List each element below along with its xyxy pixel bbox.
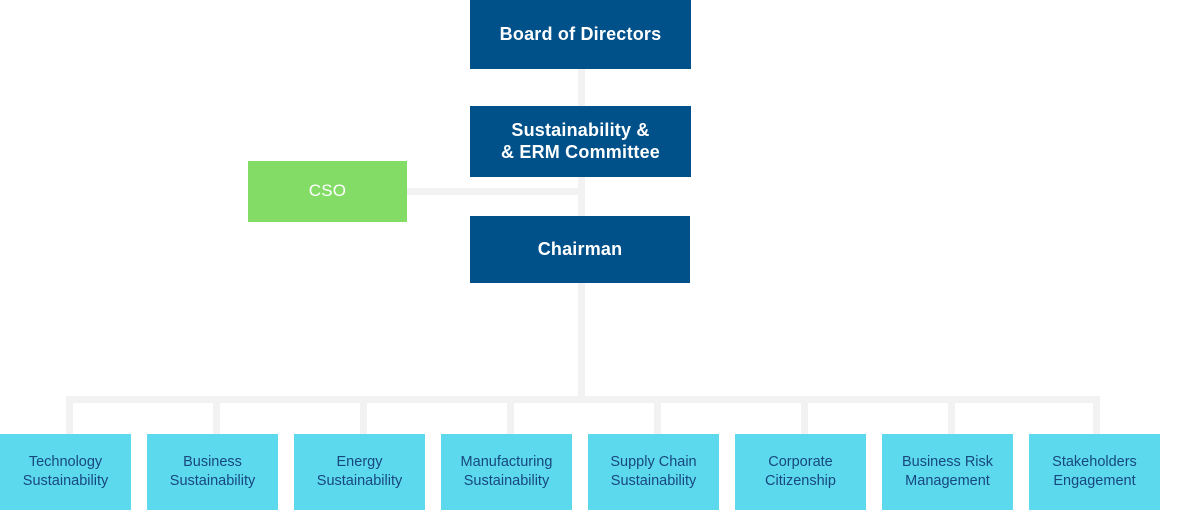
connector-drop-6 xyxy=(801,396,808,434)
node-sustainability-erm-committee[interactable]: Sustainability & & ERM Committee xyxy=(470,106,691,177)
node-business-risk-management[interactable]: Business Risk Management xyxy=(882,434,1013,510)
node-energy-sustainability[interactable]: Energy Sustainability xyxy=(294,434,425,510)
node-chairman[interactable]: Chairman xyxy=(470,216,690,283)
connector-drop-5 xyxy=(654,396,661,434)
node-board-of-directors[interactable]: Board of Directors xyxy=(470,0,691,69)
connector-board-to-committee xyxy=(578,69,585,107)
connector-workstream-bus xyxy=(66,396,1100,403)
connector-committee-to-chairman xyxy=(578,177,585,217)
connector-chairman-to-bus xyxy=(578,283,585,398)
node-business-sustainability[interactable]: Business Sustainability xyxy=(147,434,278,510)
connector-drop-8 xyxy=(1093,396,1100,434)
node-corporate-citizenship[interactable]: Corporate Citizenship xyxy=(735,434,866,510)
connector-drop-1 xyxy=(66,396,73,434)
connector-drop-2 xyxy=(213,396,220,434)
node-manufacturing-sustainability[interactable]: Manufacturing Sustainability xyxy=(441,434,572,510)
node-technology-sustainability[interactable]: Technology Sustainability xyxy=(0,434,131,510)
node-cso[interactable]: CSO xyxy=(248,161,407,222)
node-supply-chain-sustainability[interactable]: Supply Chain Sustainability xyxy=(588,434,719,510)
node-stakeholders-engagement[interactable]: Stakeholders Engagement xyxy=(1029,434,1160,510)
connector-drop-4 xyxy=(507,396,514,434)
connector-cso-to-spine xyxy=(407,188,585,195)
connector-drop-7 xyxy=(948,396,955,434)
connector-drop-3 xyxy=(360,396,367,434)
